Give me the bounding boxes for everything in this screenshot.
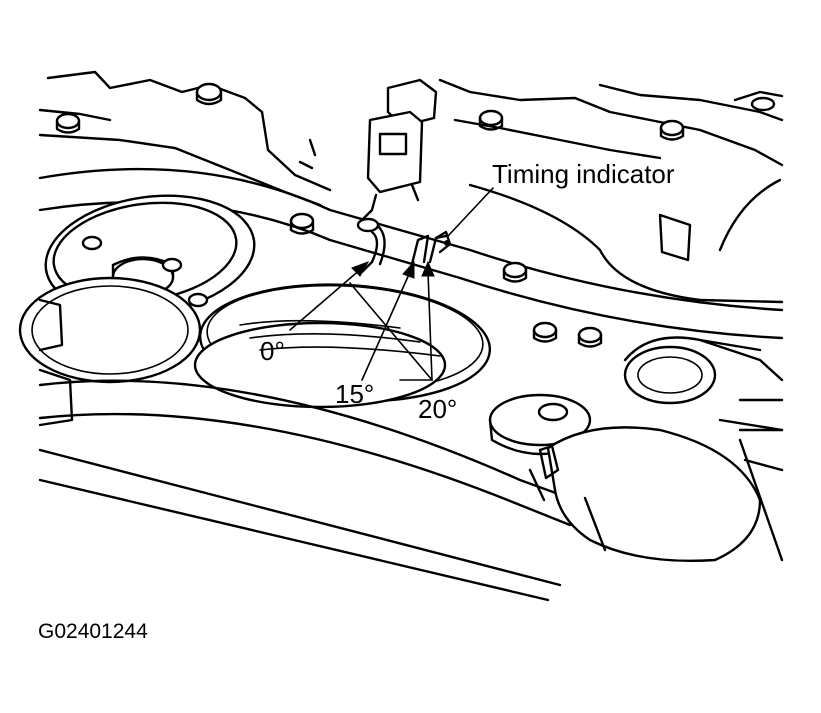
twenty-degree-label: 20°	[418, 394, 457, 424]
timing-indicator-label: Timing indicator	[492, 159, 675, 189]
coolant-hose	[528, 418, 784, 563]
engine-block-outline	[38, 70, 784, 207]
sensor-connector	[298, 78, 438, 224]
leader-lines	[289, 187, 494, 381]
engine-bolts	[289, 212, 603, 348]
timing-indicator-bracket	[410, 230, 452, 266]
figure-id: G02401244	[38, 620, 148, 643]
lower-drive-belt	[38, 379, 577, 602]
zero-degree-label: 0°	[260, 336, 285, 366]
lower-left-pulley	[18, 276, 202, 427]
fifteen-degree-label: 15°	[335, 379, 374, 409]
right-components	[623, 213, 784, 472]
crankshaft-pulley	[193, 224, 492, 409]
